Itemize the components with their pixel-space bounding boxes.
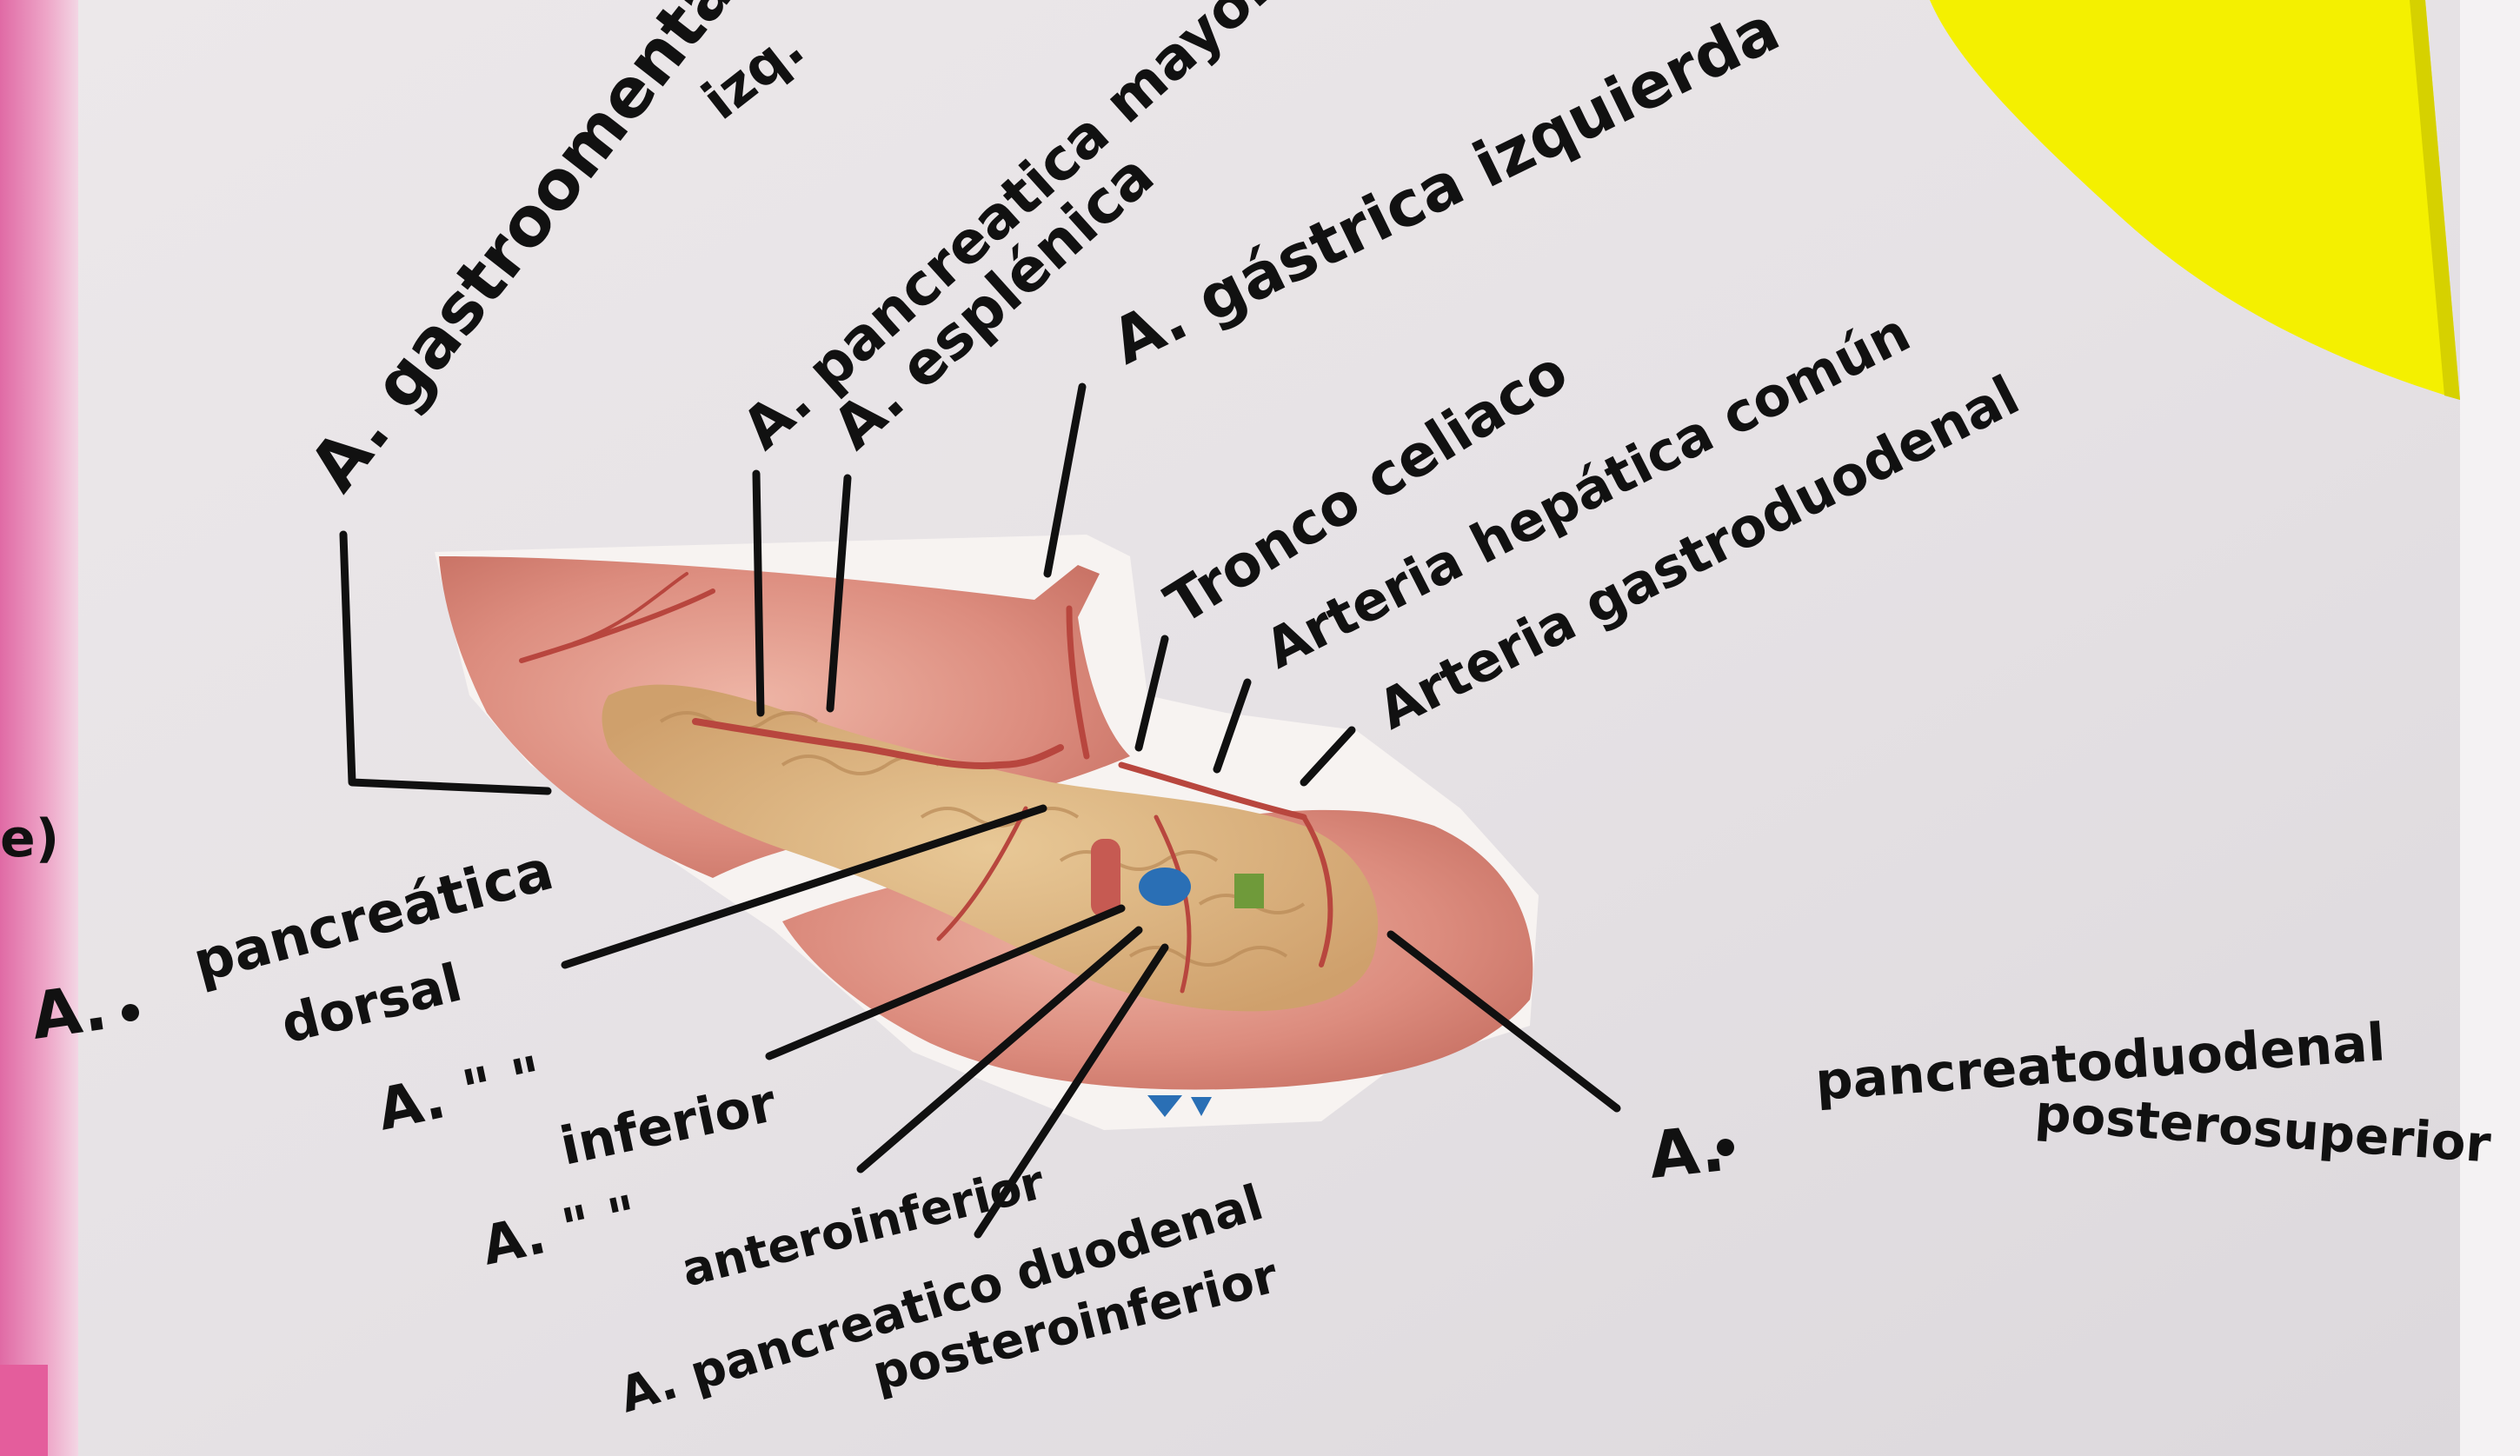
pink-tab <box>0 1365 48 1456</box>
label-pd-posterosuperior-prefix: A. <box>1646 1111 1728 1193</box>
margin-mark: e) <box>0 808 59 869</box>
page-edge <box>2460 0 2520 1456</box>
bile-duct <box>1234 874 1264 908</box>
label-pancreatica-dorsal-prefix: A. <box>27 970 112 1054</box>
pink-margin <box>0 0 78 1456</box>
vessel-stump <box>1091 839 1120 917</box>
vein-section <box>1139 868 1191 906</box>
